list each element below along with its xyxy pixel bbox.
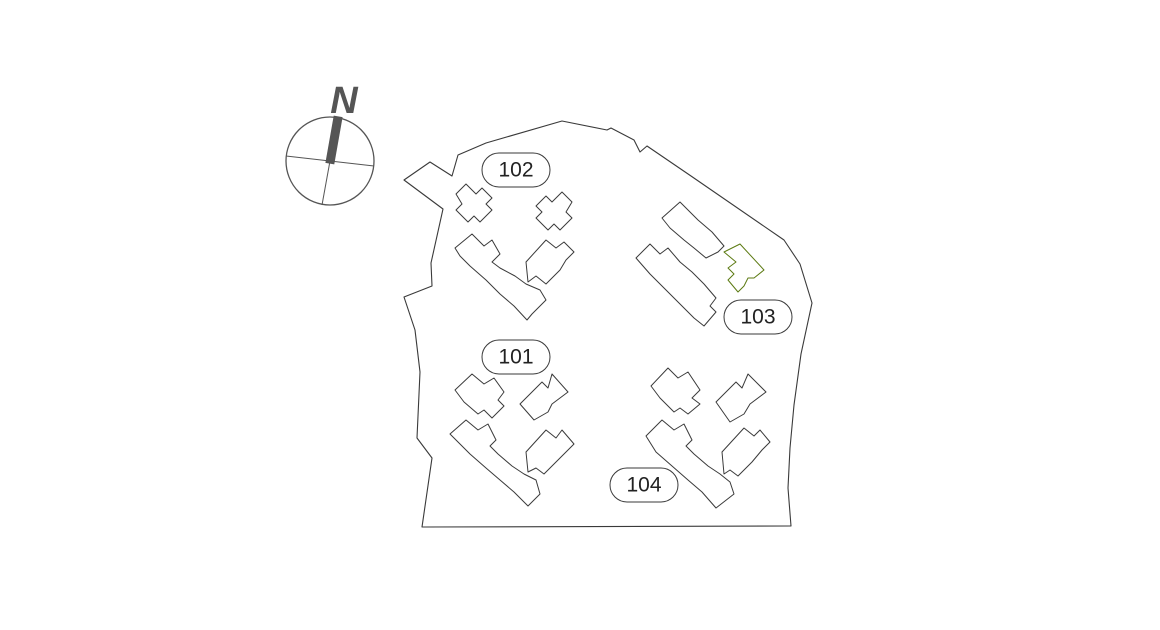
compass-circle — [285, 116, 375, 206]
block-label: 103 — [740, 306, 775, 329]
block-label-pill — [609, 467, 679, 503]
building — [715, 373, 767, 423]
block-103[interactable]: 103 — [635, 201, 793, 335]
block-101[interactable]: 101 — [449, 339, 575, 507]
building — [525, 429, 575, 475]
block-label-pill — [723, 299, 793, 335]
block-104[interactable]: 104 — [609, 367, 771, 509]
block-label-pill — [481, 339, 551, 375]
building — [721, 427, 771, 477]
building — [454, 373, 505, 419]
compass-needle — [325, 115, 343, 165]
building — [661, 201, 725, 259]
building — [635, 243, 717, 327]
building — [519, 373, 569, 421]
highlighted-unit[interactable] — [723, 243, 765, 293]
block-label: 102 — [498, 159, 533, 182]
site-boundary — [403, 120, 813, 528]
block-label: 101 — [498, 346, 533, 369]
compass-cross-line — [321, 160, 331, 206]
block-label-pill — [481, 152, 551, 188]
building — [525, 239, 575, 285]
building — [645, 419, 735, 509]
block-102[interactable]: 102 — [454, 152, 575, 321]
building — [650, 367, 701, 415]
compass-north-label: N — [330, 80, 359, 122]
building — [449, 419, 541, 507]
building — [454, 233, 547, 321]
block-label: 104 — [626, 474, 661, 497]
north-compass: N — [285, 80, 375, 206]
